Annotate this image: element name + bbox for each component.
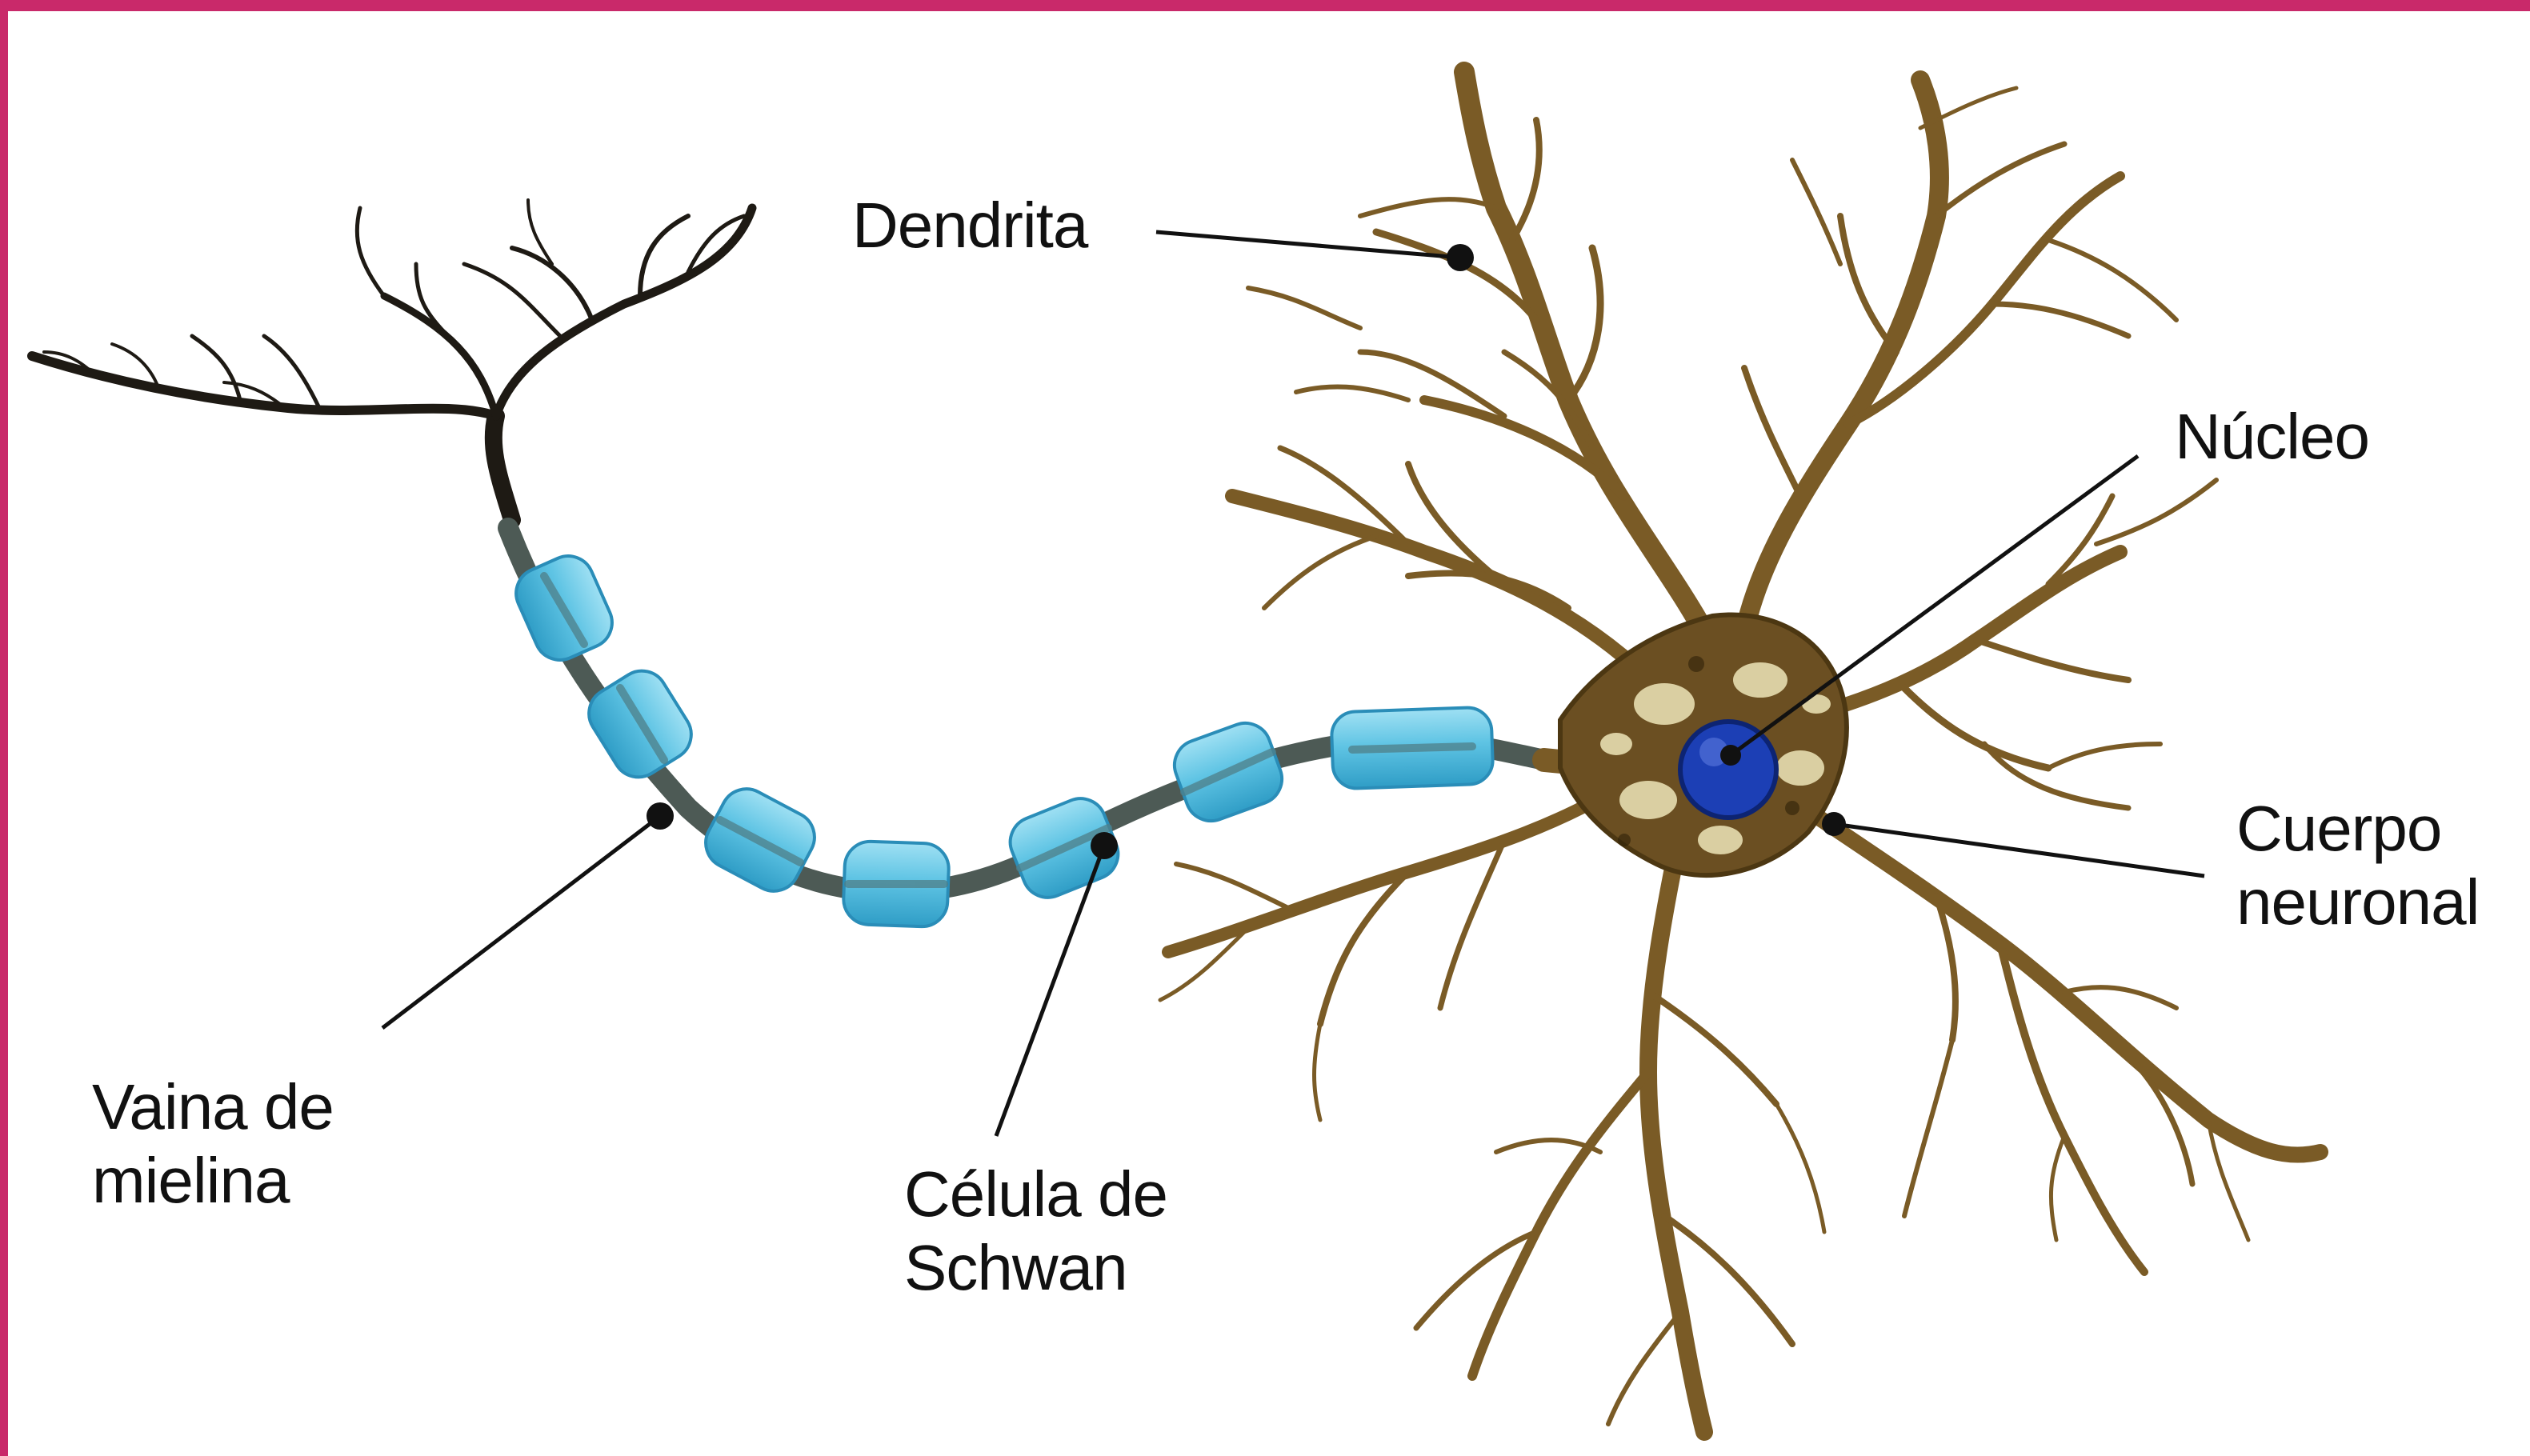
schwann-dot [1091,832,1118,859]
cell-body-label: Cuerpo neuronal [2236,792,2479,939]
myelin-sheath-label-line1: Vaina de [92,1070,334,1144]
myelin-sheath-label: Vaina de mielina [92,1070,334,1218]
dendrite-label: Dendrita [852,189,1087,262]
nucleus-dot [1720,745,1741,766]
dendrite-dot [1447,244,1474,271]
myelin-leader-line [382,816,660,1028]
dendrite-label-text: Dendrita [852,190,1087,261]
schwann-cell-label-line1: Célula de [904,1158,1167,1231]
myelin-dot [647,802,674,830]
body-dot [1822,812,1846,836]
nucleus [1680,722,1776,818]
schwann-cell-label-line2: Schwan [904,1231,1167,1305]
nucleus-label-text: Núcleo [2175,401,2369,472]
cell-body-label-line2: neuronal [2236,866,2479,939]
myelin-sheath-label-line2: mielina [92,1144,334,1218]
axon-terminal [32,200,752,520]
nucleus-label: Núcleo [2175,400,2369,474]
cell-body-label-line1: Cuerpo [2236,792,2479,866]
schwann-cell-label: Célula de Schwan [904,1158,1167,1305]
